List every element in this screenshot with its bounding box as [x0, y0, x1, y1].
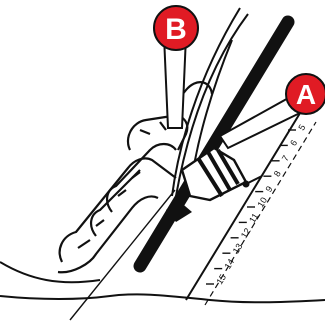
- scale-mark-label: 5: [296, 123, 307, 133]
- reel-seat: [166, 148, 262, 222]
- thin-line: [70, 190, 175, 320]
- scale-mark-label: 10: [255, 195, 269, 209]
- callout-a-label: A: [296, 79, 316, 110]
- scale-mark-label: 12: [239, 226, 253, 240]
- scale-mark-label: 11: [247, 211, 260, 224]
- ground-line: [0, 294, 325, 302]
- scale-mark-label: 8: [272, 169, 283, 179]
- scale-mark-label: 6: [288, 138, 299, 148]
- callout-b-label: B: [165, 13, 187, 46]
- scale-mark-label: 14: [223, 257, 237, 271]
- scale-mark-label: 7: [280, 153, 291, 163]
- scale-mark-label: 15: [214, 272, 228, 286]
